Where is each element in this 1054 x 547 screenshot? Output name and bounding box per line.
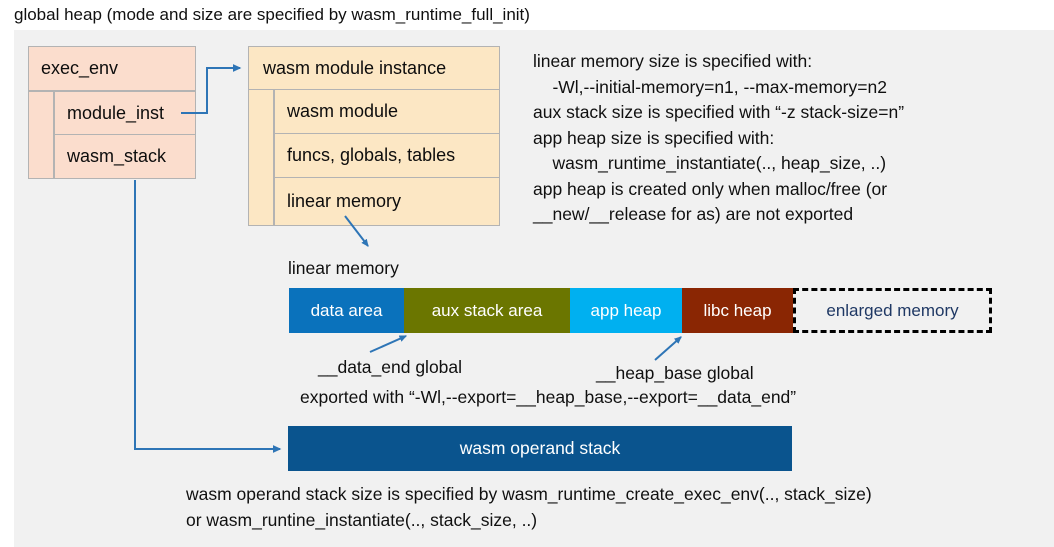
annotation-data-end: __data_end global [318, 357, 463, 377]
configuration-notes: linear memory size is specified with: -W… [533, 51, 905, 224]
module-instance-row-funcs-globals-tables: funcs, globals, tables [274, 133, 500, 178]
exec-env-row-module-inst: module_inst [54, 91, 196, 135]
wasm-operand-stack-bar: wasm operand stack [288, 426, 792, 471]
memory-segment-label: app heap [590, 300, 662, 320]
memory-segment-enlarged-memory: enlarged memory [793, 288, 992, 333]
module-instance-row-label: funcs, globals, tables [287, 145, 456, 165]
memory-segment-label: aux stack area [431, 300, 543, 320]
wasm-operand-stack-label: wasm operand stack [459, 438, 621, 458]
exec-env-row-wasm-stack: wasm_stack [54, 134, 196, 179]
annotation-exported-with: exported with “-Wl,--export=__heap_base,… [300, 387, 797, 407]
memory-segment-aux-stack-area: aux stack area [404, 288, 570, 333]
exec-env-header: exec_env [28, 46, 196, 91]
operand-stack-note: wasm operand stack size is specified by … [186, 484, 872, 530]
memory-segment-label: libc heap [703, 300, 772, 320]
memory-segment-label: enlarged memory [826, 300, 959, 320]
memory-segment-label: data area [310, 300, 383, 320]
exec-env-header-label: exec_env [41, 58, 119, 78]
annotation-heap-base: __heap_base global [596, 363, 754, 383]
page-title: global heap (mode and size are specified… [14, 5, 530, 24]
memory-segment-data-area: data area [289, 288, 404, 333]
memory-segment-app-heap: app heap [570, 288, 682, 333]
exec-env-row-label: module_inst [67, 102, 165, 123]
exec-env-gutter [28, 91, 54, 179]
module-instance-row-wasm-module: wasm module [274, 89, 500, 134]
module-instance-header-label: wasm module instance [263, 57, 447, 78]
module-instance-header: wasm module instance [248, 46, 500, 90]
linear-memory-caption: linear memory [288, 258, 399, 278]
module-instance-row-linear-memory: linear memory [274, 177, 500, 226]
module-instance-row-label: wasm module [287, 101, 399, 121]
exec-env-row-label: wasm_stack [67, 146, 167, 166]
module-instance-gutter [248, 89, 274, 226]
module-instance-row-label: linear memory [287, 191, 402, 211]
memory-segment-libc-heap: libc heap [682, 288, 793, 333]
